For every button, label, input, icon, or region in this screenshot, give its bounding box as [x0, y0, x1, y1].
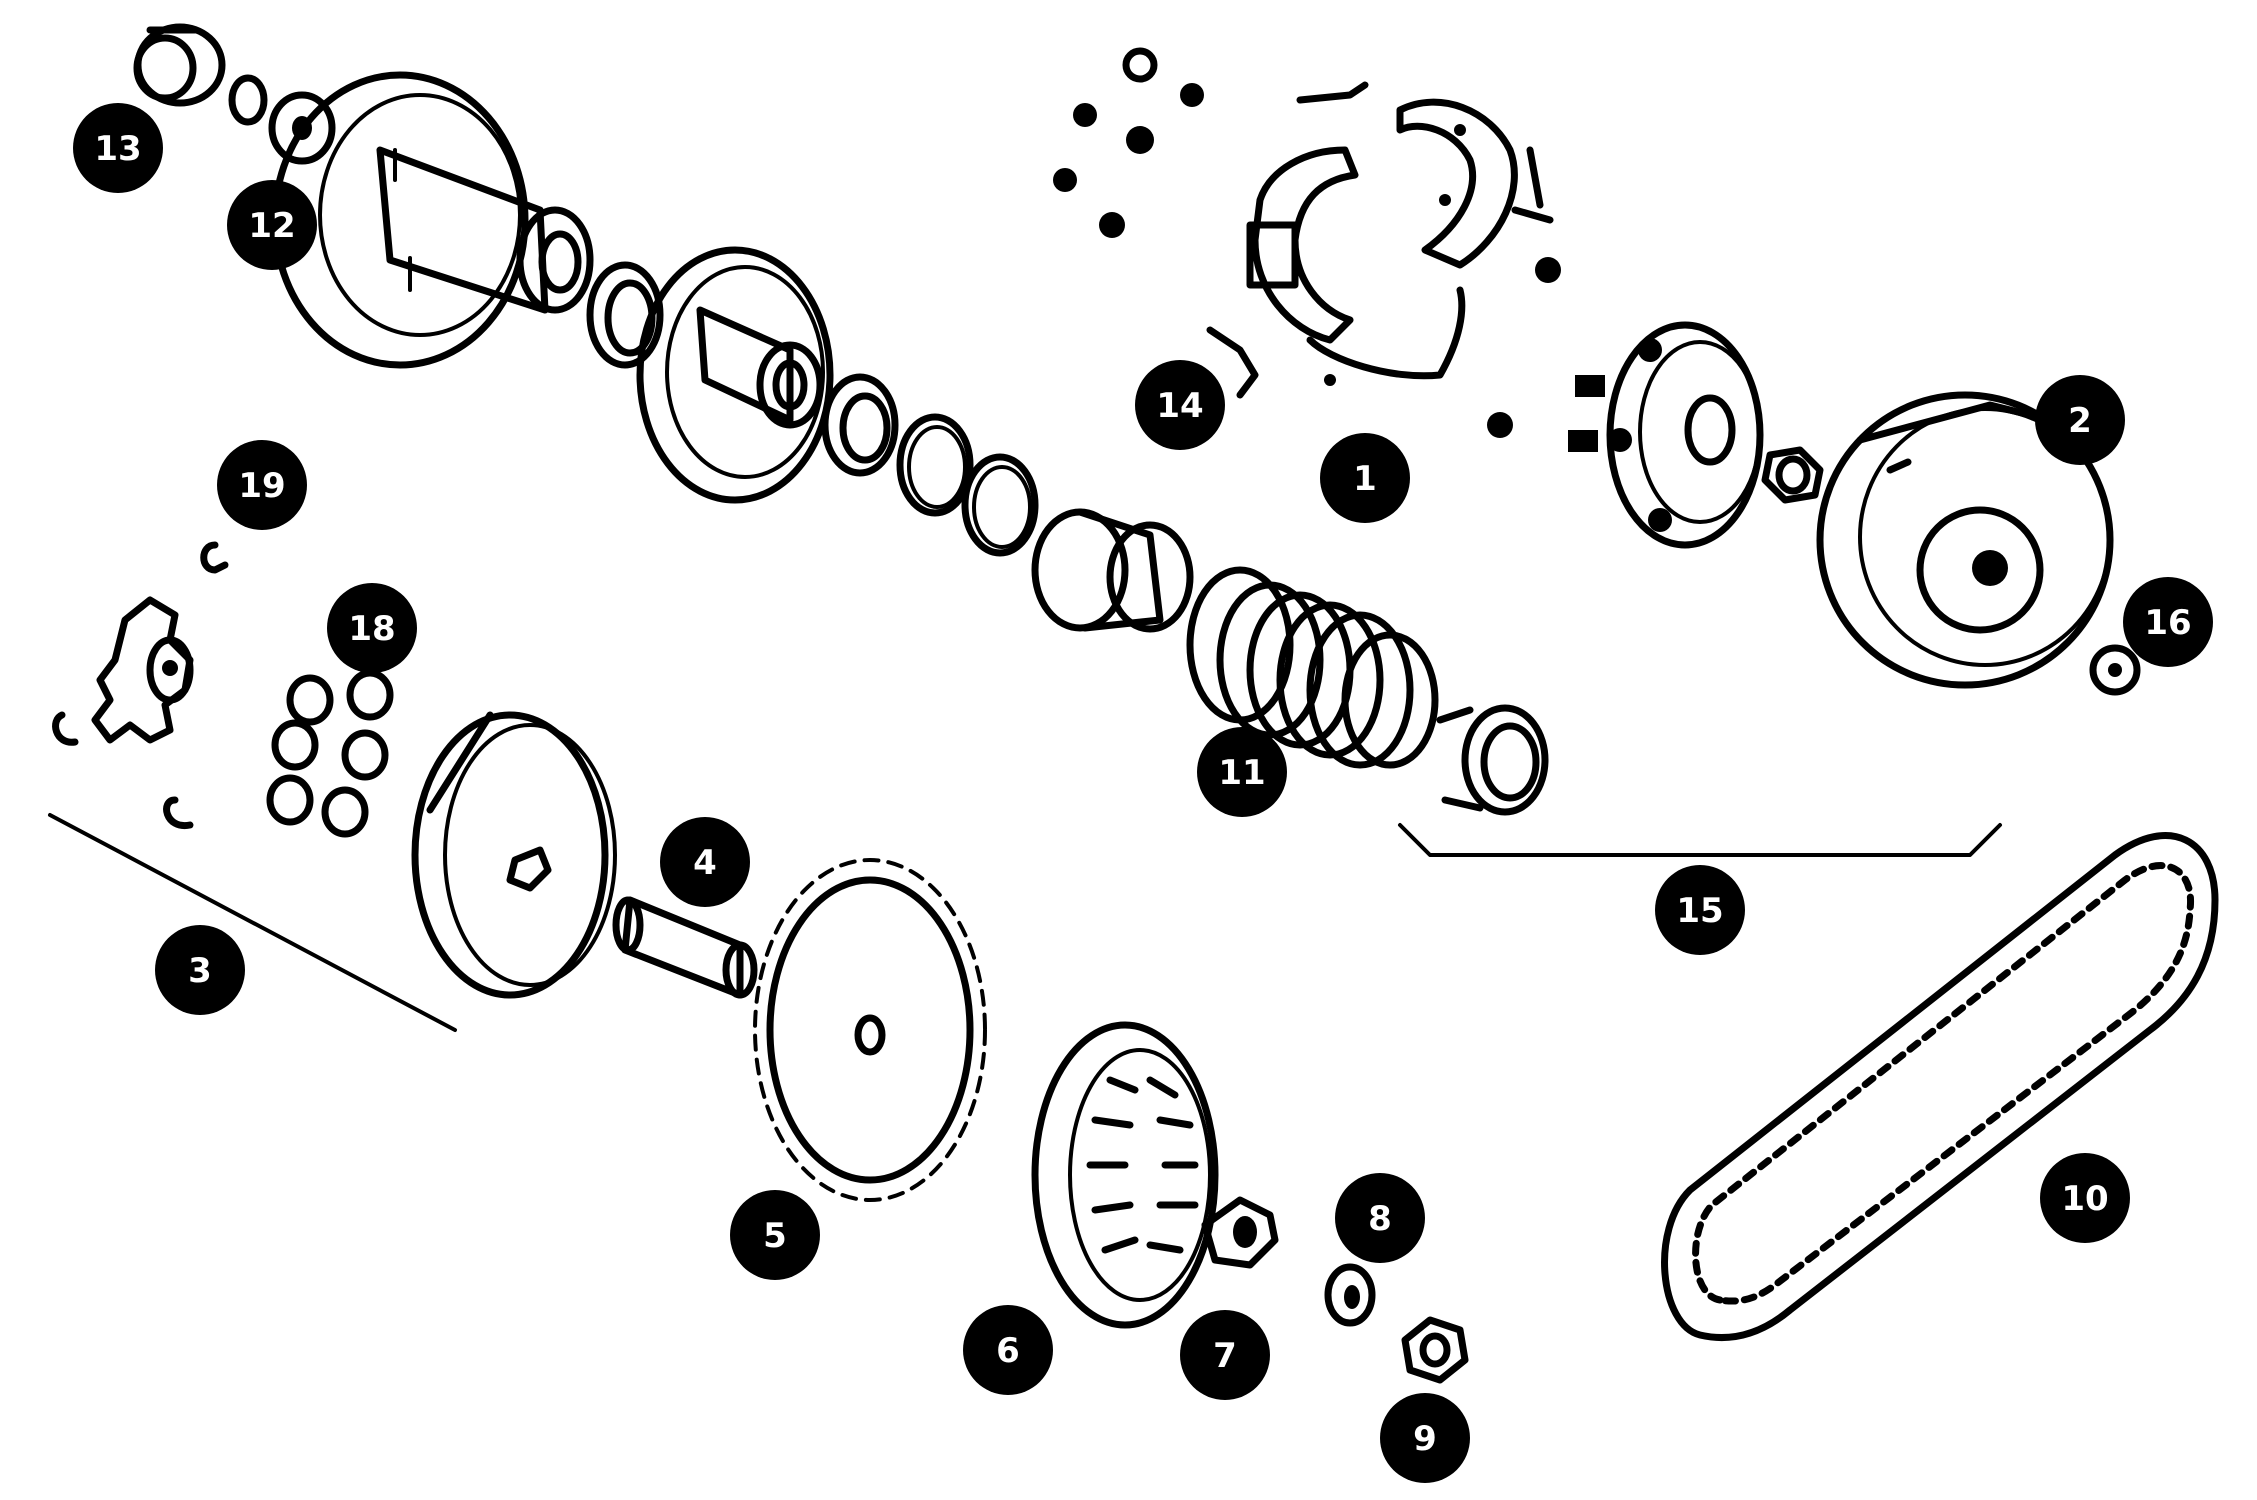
- callout-4: 4: [660, 817, 750, 907]
- callout-number: 10: [2061, 1179, 2108, 1219]
- callout-2: 2: [2035, 375, 2125, 465]
- callout-number: 2: [2068, 401, 2092, 441]
- callout-10: 10: [2040, 1153, 2130, 1243]
- part-clutch-bell-2: [1816, 391, 2114, 689]
- callout-18: 18: [327, 583, 417, 673]
- part-hub-7: [1201, 1196, 1279, 1269]
- callout-badge: [2035, 375, 2125, 465]
- callout-badge: [73, 103, 163, 193]
- callout-badge: [2040, 1153, 2130, 1243]
- callout-8: 8: [1335, 1173, 1425, 1263]
- part-drive-belt-10: [1661, 832, 2219, 1342]
- part-variator-pulley: [411, 711, 617, 999]
- part-bushing-13: [133, 23, 226, 107]
- callout-11: 11: [1197, 727, 1287, 817]
- callout-number: 9: [1413, 1419, 1437, 1459]
- callout-badge: [660, 817, 750, 907]
- part-spring-clip-14: [1206, 326, 1259, 399]
- callout-badge: [730, 1190, 820, 1280]
- callout-badge: [155, 925, 245, 1015]
- callout-7: 7: [1180, 1310, 1270, 1400]
- callout-19: 19: [217, 440, 307, 530]
- part-ring-c: [961, 453, 1039, 557]
- callout-5: 5: [730, 1190, 820, 1280]
- callout-6: 6: [963, 1305, 1053, 1395]
- callout-number: 16: [2144, 603, 2191, 643]
- part-fixed-pulley-hub: [271, 71, 594, 369]
- callout-badge: [327, 583, 417, 673]
- callout-number: 7: [1213, 1336, 1237, 1376]
- callout-badge: [2123, 577, 2213, 667]
- part-ramp-plate: [91, 596, 194, 744]
- callout-badge: [1180, 1310, 1270, 1400]
- callout-3: 3: [155, 925, 245, 1015]
- callout-13: 13: [73, 103, 163, 193]
- callout-15: 15: [1655, 865, 1745, 955]
- part-slider-19: [52, 541, 229, 829]
- part-washer-8: [1324, 1263, 1376, 1327]
- part-ring-a: [821, 373, 899, 477]
- callout-number: 5: [763, 1216, 787, 1256]
- callout-12: 12: [227, 180, 317, 270]
- callout-number: 15: [1676, 891, 1723, 931]
- part-washer-16: [2089, 644, 2141, 696]
- callout-badge: [1655, 865, 1745, 955]
- callout-badge: [227, 180, 317, 270]
- callout-number: 6: [996, 1331, 1020, 1371]
- callout-9: 9: [1380, 1393, 1470, 1483]
- callout-16: 16: [2123, 577, 2213, 667]
- callout-badge: [1135, 360, 1225, 450]
- callout-badge: [217, 440, 307, 530]
- part-spring-cup: [1031, 508, 1194, 633]
- part-clutch-pins: [1053, 47, 1561, 438]
- part-driven-pulley-half: [636, 246, 834, 504]
- callout-number: 1: [1353, 459, 1377, 499]
- callout-number: 11: [1218, 753, 1265, 793]
- part-rollers-18: [266, 669, 394, 838]
- part-clutch-plate: [1568, 321, 1764, 549]
- callout-number: 14: [1156, 386, 1203, 426]
- part-fan-plate-6: [1031, 1021, 1219, 1329]
- part-ring-b: [896, 413, 974, 517]
- part-clutch-shoes-1: [1246, 81, 1554, 386]
- part-starter-gear-5: [753, 858, 987, 1202]
- part-washer-12a: [228, 74, 268, 126]
- part-spring-seat: [1436, 704, 1549, 816]
- part-nut-9: [1401, 1316, 1469, 1384]
- bracket-3: [48, 813, 457, 1032]
- callout-badge: [1320, 433, 1410, 523]
- callout-number: 12: [248, 206, 295, 246]
- part-sleeve-4: [612, 896, 758, 999]
- callout-number: 8: [1368, 1199, 1392, 1239]
- callout-badge: [963, 1305, 1053, 1395]
- callout-badge: [1380, 1393, 1470, 1483]
- callout-number: 4: [693, 843, 717, 883]
- callout-number: 19: [238, 466, 285, 506]
- callout-badge: [1335, 1173, 1425, 1263]
- callout-number: 18: [348, 609, 395, 649]
- part-nut: [1761, 446, 1824, 504]
- callout-number: 3: [188, 951, 212, 991]
- callout-number: 13: [94, 129, 141, 169]
- callout-badge: [1197, 727, 1287, 817]
- bracket-15: [1398, 823, 2002, 857]
- part-spring-11: [1186, 566, 1439, 769]
- callout-14: 14: [1135, 360, 1225, 450]
- callout-1: 1: [1320, 433, 1410, 523]
